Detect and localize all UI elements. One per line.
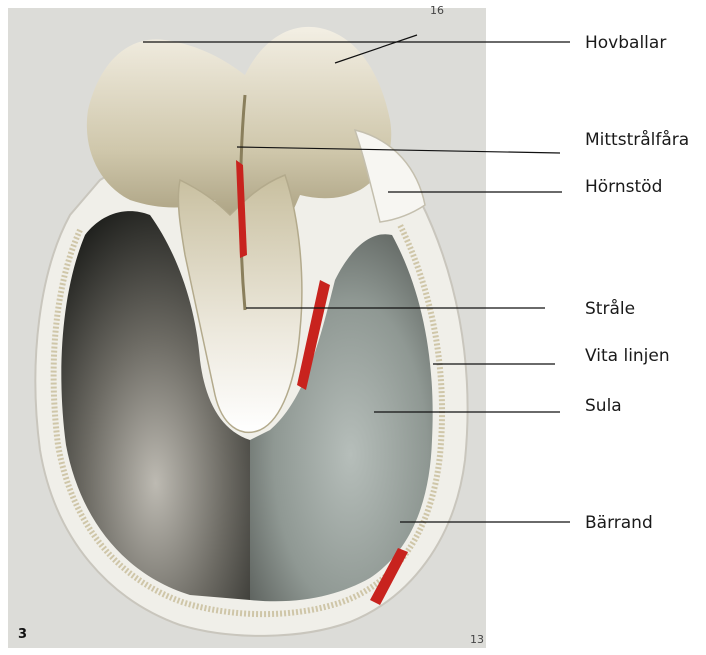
label-barrand: Bärrand: [585, 513, 653, 533]
label-vita-linjen: Vita linjen: [585, 346, 670, 366]
label-hovballar: Hovballar: [585, 33, 666, 53]
label-mittstralfara: Mittstrålfåra: [585, 129, 689, 150]
label-hornstod: Hörnstöd: [585, 177, 662, 197]
label-strale: Stråle: [585, 298, 635, 319]
plate-number: 3: [18, 627, 27, 642]
top-page-mark: 16: [430, 4, 444, 17]
bottom-page-mark: 13: [470, 633, 484, 646]
label-sula: Sula: [585, 396, 622, 416]
